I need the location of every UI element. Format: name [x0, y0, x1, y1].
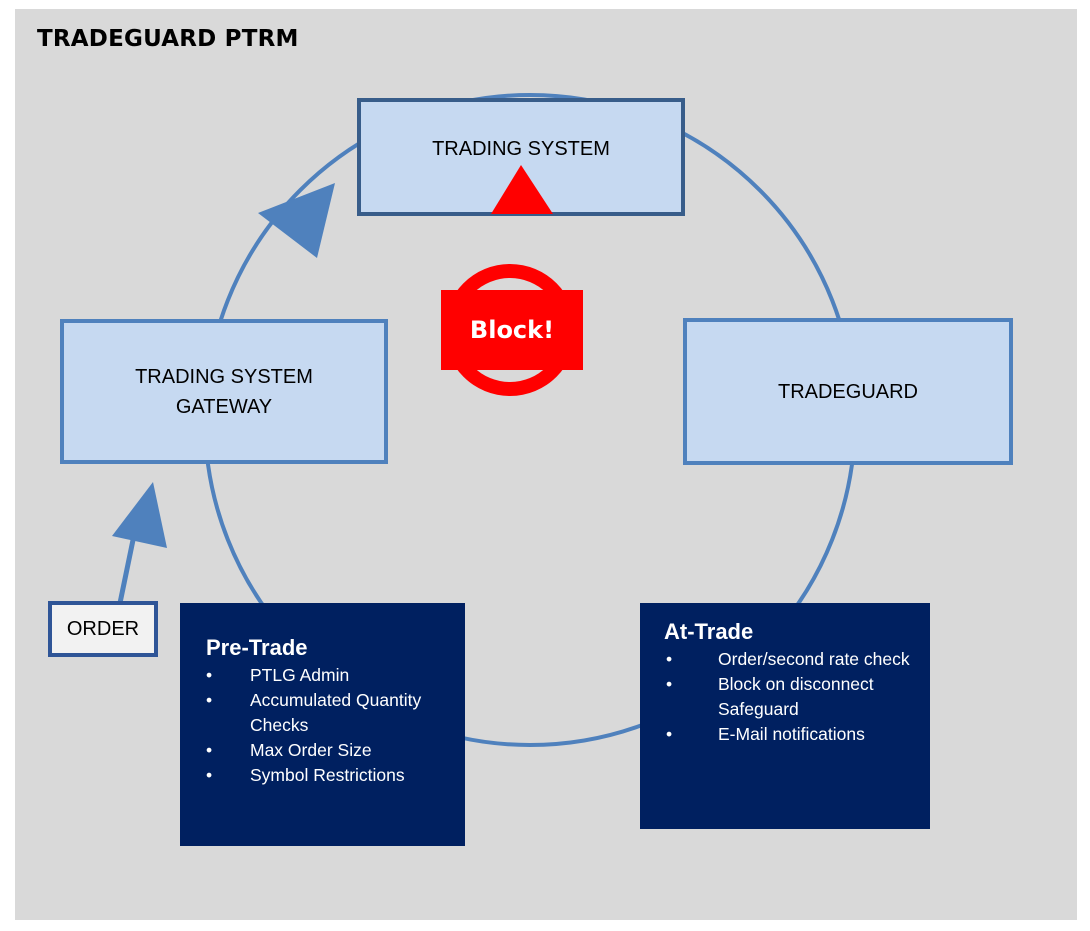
block-label: Block! — [469, 316, 555, 344]
list-item-text: Block on disconnect Safeguard — [718, 674, 874, 719]
gateway-label: TRADING SYSTEM GATEWAY — [135, 365, 313, 418]
trading-system-label: TRADING SYSTEM — [432, 138, 610, 160]
trading-system-node: TRADING SYSTEM — [357, 98, 685, 216]
list-item-text: Accumulated Quantity Checks — [250, 690, 422, 735]
order-node: ORDER — [48, 601, 158, 657]
list-item-text: Max Order Size — [250, 740, 372, 760]
bullet-icon: • — [666, 674, 673, 694]
order-arrow-shaft — [117, 539, 136, 604]
gateway-node: TRADING SYSTEM GATEWAY — [60, 319, 388, 464]
list-item-text: E-Mail notifications — [718, 724, 865, 744]
tradeguard-label: TRADEGUARD — [777, 380, 918, 403]
bullet-icon: • — [206, 665, 213, 685]
pre-trade-list: • PTLG Admin • Accumulated Quantity Checks… — [206, 663, 465, 788]
list-item: • PTLG Admin — [206, 663, 465, 688]
order-arrowhead — [112, 482, 167, 548]
bullet-icon: • — [666, 649, 673, 669]
at-trade-title: At-Trade — [664, 619, 754, 644]
pre-trade-panel: Pre-Trade • PTLG Admin • Accumulated Quant… — [180, 603, 465, 846]
list-item-text: Symbol Restrictions — [250, 765, 405, 785]
list-item: • Accumulated Quantity Checks — [206, 688, 465, 738]
list-item: • Symbol Restrictions — [206, 763, 465, 788]
order-label: ORDER — [66, 618, 140, 640]
at-trade-list: • Order/second rate check • Block on disco… — [664, 647, 930, 747]
page-title: TRADEGUARD PTRM — [37, 26, 299, 52]
pre-trade-title: Pre-Trade — [206, 635, 308, 660]
tradeguard-node: TRADEGUARD — [683, 318, 1013, 465]
list-item: • Block on disconnect Safeguard — [664, 672, 930, 722]
list-item-text: Order/second rate check — [718, 649, 910, 669]
bullet-icon: • — [206, 740, 213, 760]
bullet-icon: • — [206, 690, 213, 710]
list-item: • E-Mail notifications — [664, 722, 930, 747]
cycle-arrowhead — [258, 183, 335, 258]
bullet-icon: • — [666, 724, 673, 744]
at-trade-panel: At-Trade • Order/second rate check • Block… — [640, 603, 930, 829]
bullet-icon: • — [206, 765, 213, 785]
list-item-text: PTLG Admin — [250, 665, 350, 685]
list-item: • Order/second rate check — [664, 647, 930, 672]
list-item: • Max Order Size — [206, 738, 465, 763]
block-sign-bar — [441, 290, 583, 370]
